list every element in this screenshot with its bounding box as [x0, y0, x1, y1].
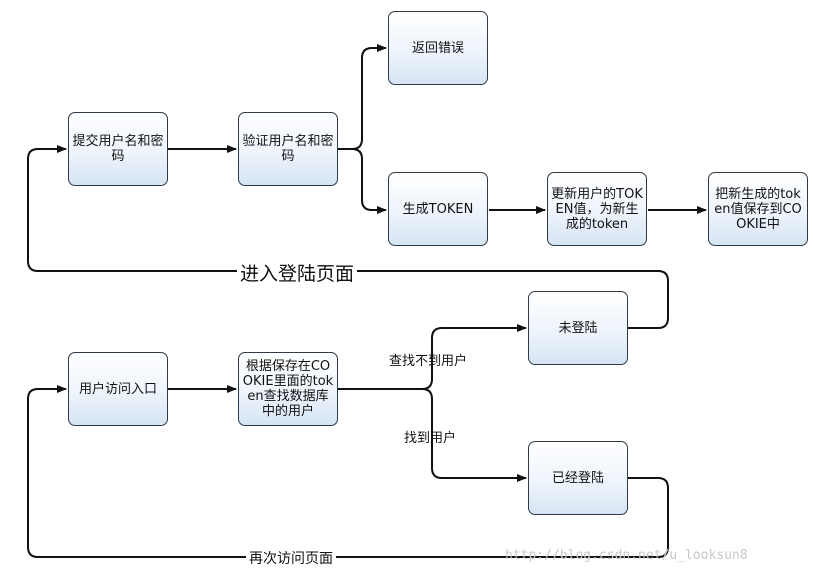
node-save-token-cookie: 把新生成的token值保存到COOKIE中 [708, 172, 808, 246]
node-lookup-user-by-token: 根据保存在COOKIE里面的token查找数据库中的用户 [238, 352, 338, 426]
edge-lookup-to-logged [421, 388, 527, 482]
edge-logged-to-entry [27, 385, 669, 558]
label-revisit-page: 再次访问页面 [246, 548, 336, 568]
edge-lookup-to-notlogged [338, 324, 527, 390]
edge-verify-to-error [338, 44, 387, 150]
node-logged-in: 已经登陆 [528, 441, 628, 515]
label-user-found: 找到用户 [404, 431, 457, 446]
edge-verify-to-token [351, 148, 387, 214]
label-user-not-found: 查找不到用户 [389, 354, 468, 369]
node-generate-token: 生成TOKEN [388, 172, 488, 246]
node-update-user-token: 更新用户的TOKEN值，为新生成的token [547, 172, 647, 246]
node-return-error: 返回错误 [388, 11, 488, 85]
node-user-entry: 用户访问入口 [68, 352, 168, 426]
node-submit-credentials: 提交用户名和密码 [68, 112, 168, 186]
watermark: http://blog.csdn.net/u_looksun8 [505, 548, 748, 563]
label-enter-login-page: 进入登陆页面 [237, 259, 358, 286]
node-verify-credentials: 验证用户名和密码 [238, 112, 338, 186]
node-not-logged-in: 未登陆 [528, 291, 628, 365]
